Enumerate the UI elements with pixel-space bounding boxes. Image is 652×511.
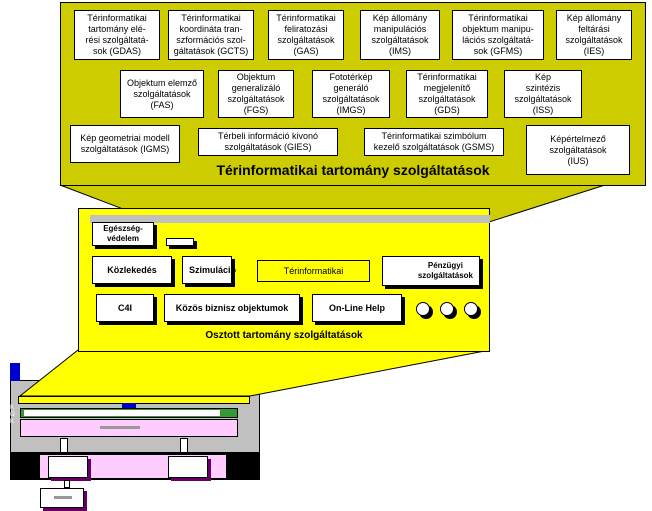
gfms-box: Térinformatikai objektum manipu- lációs …	[452, 10, 544, 60]
stack-white-bar	[24, 410, 220, 416]
ellipsis-circle-3	[464, 302, 478, 316]
health-box: Egészség- védelem	[92, 222, 154, 246]
stack-blue-arrow	[122, 403, 136, 411]
igms-box: Kép geometriai modell szolgáltatások (IG…	[70, 125, 180, 163]
stack-purple-box-left	[48, 456, 88, 478]
stack-blue-tab	[10, 363, 20, 381]
middle-panel-stripe	[90, 215, 490, 223]
transport-box: Közlekedés	[92, 256, 172, 284]
online-help-box: On-Line Help	[312, 294, 402, 322]
c4i-box: C4I	[96, 294, 154, 322]
simulation-box: Szimuláció	[182, 256, 236, 284]
gies-box: Térbeli információ kivonó szolgáltatások…	[198, 128, 338, 156]
middle-panel-title: Osztott tartomány szolgáltatások	[205, 330, 363, 341]
finance-box: Pénzügyi szolgáltatások	[382, 256, 480, 286]
gas-box: Térinformatikai feliratozási szolgáltatá…	[268, 10, 344, 60]
stack-pink-bar	[100, 426, 140, 429]
ellipsis-circle-1	[416, 302, 430, 316]
stack-purple-box-right	[168, 456, 208, 478]
ius-box: Képértelmező szolgáltatások (IUS)	[526, 125, 630, 175]
ellipsis-circle-2	[440, 302, 454, 316]
stack-arrow-down	[64, 480, 70, 488]
fgs-box: Objektum generalizáló szolgáltatások (FG…	[218, 70, 294, 118]
imgs-box: Fototérkép generáló szolgáltatások (IMGS…	[312, 70, 390, 118]
geo-box: Térinformatikai	[257, 260, 370, 282]
ims-box: Kép állomány manipulációs szolgáltatások…	[360, 10, 440, 60]
lower-trapezoid	[18, 349, 491, 397]
gdas-box: Térinformatikai tartomány elé- rési szol…	[74, 10, 160, 60]
common-objects-box: Közös biznisz objektumok	[164, 294, 300, 322]
iss-box: Kép szintézis szolgáltatások (ISS)	[504, 70, 582, 118]
fas-box: Objektum elemző szolgáltatások (FAS)	[120, 70, 204, 118]
ies-box: Kép állomány feltárási szolgáltatások (I…	[556, 10, 632, 60]
stack-bottom-bar	[54, 496, 72, 499]
gsms-box: Térinformatikai szimbólum kezelő szolgál…	[364, 128, 504, 156]
top-panel-title: Térinformatikai tartomány szolgáltatások	[216, 162, 490, 178]
gds-box: Térinformatikai megjelenítő szolgáltatás…	[406, 70, 488, 118]
gcts-box: Térinformatikai koordináta tran- szformá…	[168, 10, 254, 60]
health-side-box	[166, 238, 194, 246]
stack-side-label: KÖK	[10, 405, 15, 425]
